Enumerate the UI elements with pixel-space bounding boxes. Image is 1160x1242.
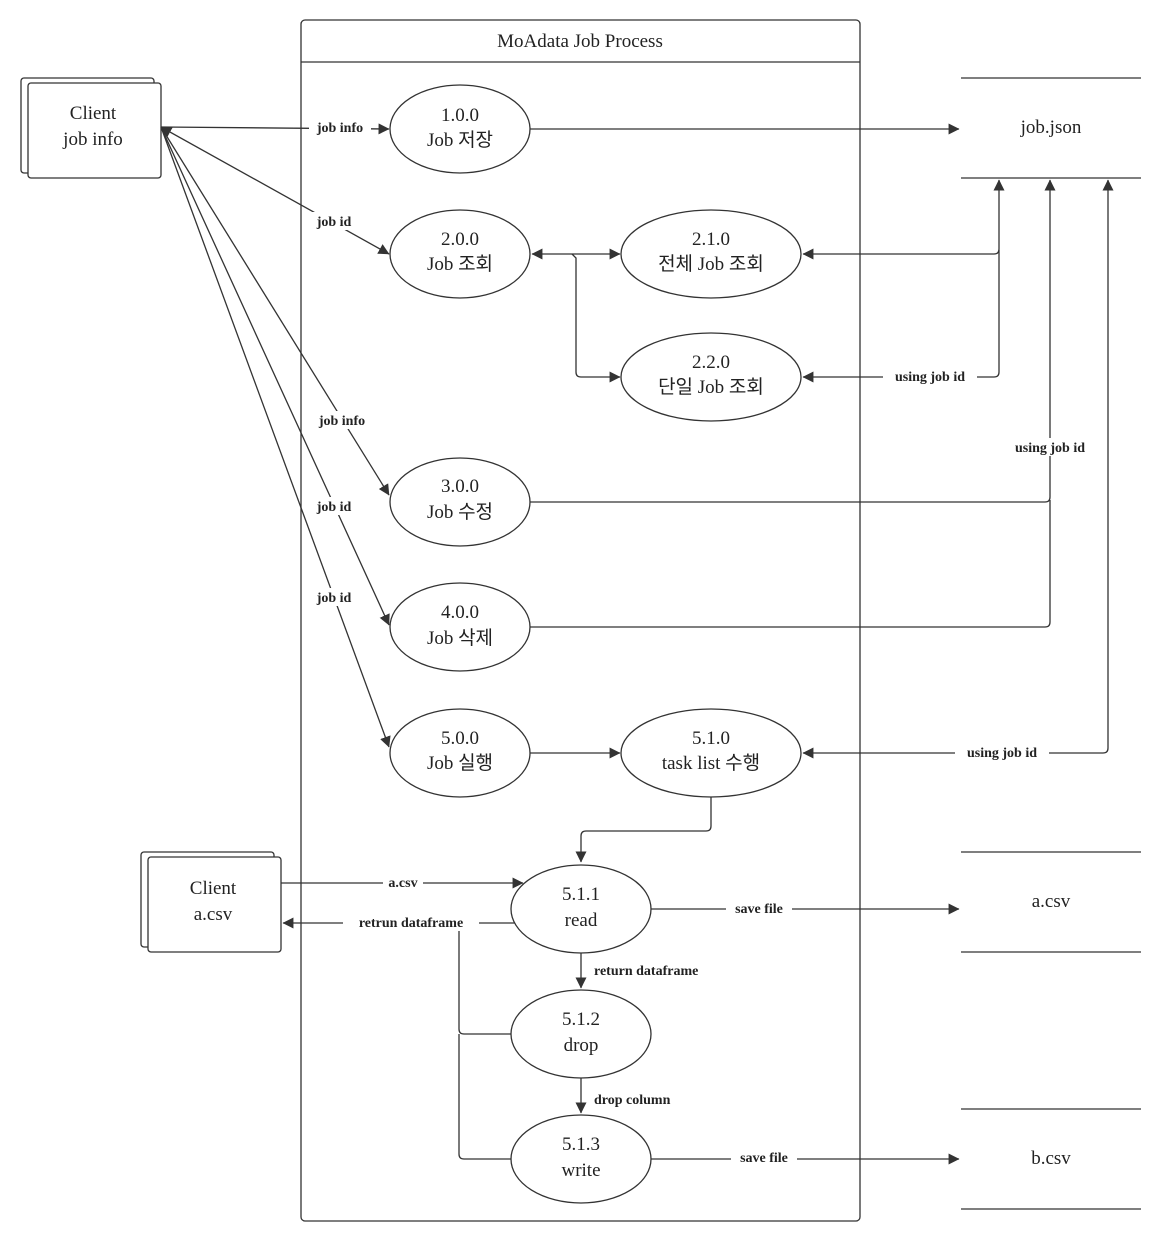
process-2-1-0-id: 2.1.0 (692, 229, 730, 250)
label-return-dataframe: return dataframe (594, 964, 698, 979)
label-a-csv-in: a.csv (388, 876, 417, 891)
process-4-0-0-id: 4.0.0 (441, 602, 479, 623)
label-using-job-id-c: using job id (967, 746, 1037, 761)
process-5-0-0-id: 5.0.0 (441, 728, 479, 749)
edge-labels: job info job id job info job id job id u… (309, 118, 1097, 1166)
process-5-0-0[interactable]: 5.0.0 Job 실행 (389, 708, 531, 798)
label-retrun-dataframe: retrun dataframe (359, 916, 463, 931)
label-save-file-a: save file (735, 902, 783, 917)
process-5-1-0[interactable]: 5.1.0 task list 수행 (620, 708, 802, 798)
process-4-0-0-label: Job 삭제 (427, 627, 493, 649)
edge-query-to-single-query (571, 253, 621, 383)
process-5-1-3-label: write (561, 1160, 600, 1181)
entity-client-csv-line1: Client (190, 878, 237, 899)
edge-client-to-job-run (160, 126, 391, 748)
edge-client-to-job-delete (160, 126, 390, 626)
process-4-0-0[interactable]: 4.0.0 Job 삭제 (389, 582, 531, 672)
process-5-1-3-id: 5.1.3 (562, 1134, 600, 1155)
store-job-json[interactable]: job.json (961, 77, 1141, 179)
process-title: MoAdata Job Process (497, 31, 663, 52)
process-5-1-2-label: drop (564, 1035, 599, 1056)
process-3-0-0[interactable]: 3.0.0 Job 수정 (389, 457, 531, 547)
store-b-csv-label: b.csv (1031, 1148, 1071, 1169)
process-5-0-0-label: Job 실행 (427, 752, 493, 774)
store-job-json-label: job.json (1020, 117, 1082, 138)
process-5-1-2-id: 5.1.2 (562, 1009, 600, 1030)
process-5-1-2[interactable]: 5.1.2 drop (510, 989, 652, 1079)
process-2-1-0-label: 전체 Job 조회 (658, 253, 764, 275)
process-5-1-0-id: 5.1.0 (692, 728, 730, 749)
edge-job-query-to-client (160, 126, 390, 255)
label-job-id-4: job id (316, 500, 352, 515)
label-job-info-1: job info (316, 121, 363, 136)
process-1-0-0-label: Job 저장 (427, 129, 493, 151)
process-5-1-0-label: task list 수행 (662, 752, 760, 774)
edge-drop-to-return (458, 923, 512, 1035)
label-using-job-id-b: using job id (1015, 441, 1085, 456)
label-job-id-2: job id (316, 215, 352, 230)
edge-task-list-to-json (802, 179, 1114, 759)
process-5-1-1[interactable]: 5.1.1 read (510, 864, 652, 954)
label-using-job-id-a: using job id (895, 370, 965, 385)
process-2-0-0-id: 2.0.0 (441, 229, 479, 250)
edge-write-to-return (458, 1034, 512, 1160)
entity-client-job-info[interactable]: Client job info (20, 77, 162, 179)
process-2-0-0-label: Job 조회 (427, 253, 493, 275)
label-save-file-b: save file (740, 1151, 788, 1166)
process-2-2-0-id: 2.2.0 (692, 352, 730, 373)
label-drop-column: drop column (594, 1093, 671, 1108)
process-5-1-1-label: read (565, 910, 598, 931)
entity-client-job-line1: Client (70, 103, 117, 124)
entity-client-csv-line2: a.csv (194, 904, 233, 925)
entity-client-job-line2: job info (62, 129, 123, 150)
process-3-0-0-id: 3.0.0 (441, 476, 479, 497)
process-2-2-0-label: 단일 Job 조회 (658, 376, 764, 398)
edge-task-list-to-read (575, 797, 712, 863)
process-3-0-0-label: Job 수정 (427, 501, 493, 523)
store-a-csv-label: a.csv (1032, 891, 1071, 912)
process-1-0-0[interactable]: 1.0.0 Job 저장 (389, 84, 531, 174)
process-5-1-1-id: 5.1.1 (562, 884, 600, 905)
process-2-1-0[interactable]: 2.1.0 전체 Job 조회 (620, 209, 802, 299)
label-job-info-3: job info (318, 414, 365, 429)
process-1-0-0-id: 1.0.0 (441, 105, 479, 126)
store-b-csv[interactable]: b.csv (961, 1108, 1141, 1210)
entity-client-a-csv[interactable]: Client a.csv (140, 851, 282, 953)
edge-client-to-job-update (160, 126, 390, 496)
label-job-id-5: job id (316, 591, 352, 606)
process-5-1-3[interactable]: 5.1.3 write (510, 1114, 652, 1204)
process-2-0-0[interactable]: 2.0.0 Job 조회 (389, 209, 531, 299)
process-2-2-0[interactable]: 2.2.0 단일 Job 조회 (620, 332, 802, 422)
store-a-csv[interactable]: a.csv (961, 851, 1141, 953)
